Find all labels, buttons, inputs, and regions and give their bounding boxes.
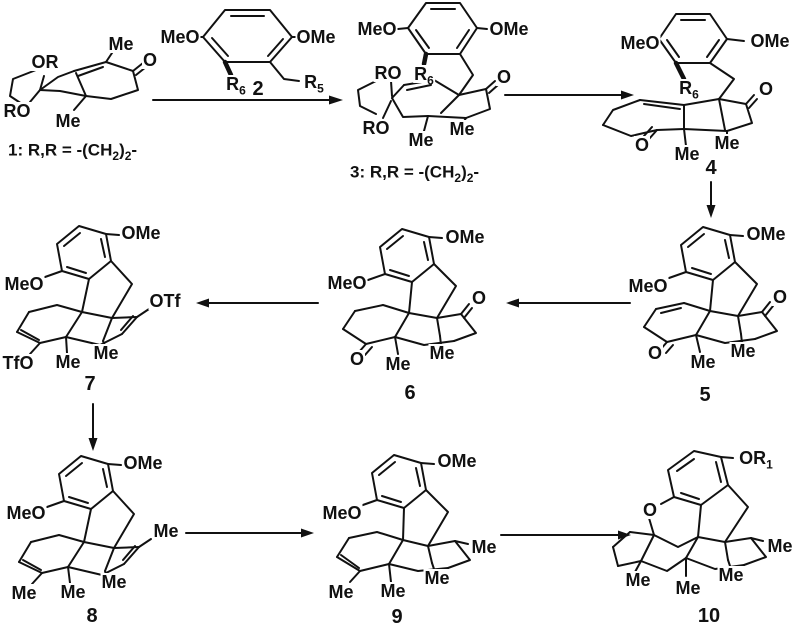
c9-me-botleft-label: Me bbox=[327, 582, 355, 602]
c1-or-label: OR bbox=[30, 52, 60, 72]
c9-number: 9 bbox=[390, 606, 404, 628]
c5-o-right-label: O bbox=[771, 287, 789, 307]
c6-number: 6 bbox=[403, 382, 417, 404]
c4-o-left-label: O bbox=[633, 135, 651, 155]
c3-ome-label: OMe bbox=[488, 19, 530, 39]
c3-ro-top-label: RO bbox=[373, 63, 403, 83]
c7-me-mid-label: Me bbox=[92, 343, 120, 363]
c7-otf-label: OTf bbox=[148, 291, 182, 311]
compound-6-skeleton bbox=[342, 228, 477, 356]
c1-caption: 1: R,R = -(CH2)2- bbox=[8, 140, 138, 163]
c6-o-right-label: O bbox=[470, 288, 488, 308]
c10-me-right-label: Me bbox=[766, 536, 794, 556]
c6-meo-label: MeO bbox=[326, 273, 368, 293]
c6-ome-label: OMe bbox=[444, 227, 486, 247]
c3-meo-label: MeO bbox=[356, 19, 398, 39]
c10-me-mid-label: Me bbox=[717, 565, 745, 585]
compound-10-skeleton bbox=[612, 450, 767, 577]
c7-tfo-label: TfO bbox=[1, 353, 35, 373]
c9-me-right-label: Me bbox=[470, 537, 498, 557]
arrow-1-to-3 bbox=[152, 95, 343, 105]
arrow-8-to-9 bbox=[185, 528, 314, 538]
c10-ether-o-label: O bbox=[641, 500, 659, 520]
c10-me-bottom-label: Me bbox=[674, 578, 702, 598]
c1-me-top-label: Me bbox=[107, 34, 135, 54]
arrow-3-to-4 bbox=[504, 90, 634, 100]
reagent-2-skeleton bbox=[196, 9, 300, 82]
compound-9-skeleton bbox=[336, 454, 471, 583]
c8-me-mid-label: Me bbox=[100, 572, 128, 592]
c3-caption: 3: R,R = -(CH2)2- bbox=[350, 162, 480, 185]
c8-me-botleft-label: Me bbox=[10, 583, 38, 603]
c8-number: 8 bbox=[85, 605, 99, 627]
c10-or1-label: OR1 bbox=[738, 448, 774, 472]
c6-me-mid-label: Me bbox=[428, 343, 456, 363]
c9-ome-label: OMe bbox=[436, 451, 478, 471]
c4-ome-label: OMe bbox=[749, 31, 791, 51]
c4-number: 4 bbox=[704, 157, 718, 179]
c8-me-topright-label: Me bbox=[152, 521, 180, 541]
c1-me-bottom-label: Me bbox=[54, 111, 82, 131]
c7-number: 7 bbox=[83, 373, 97, 395]
c10-number: 10 bbox=[696, 605, 722, 627]
c7-me-bottom-label: Me bbox=[54, 352, 82, 372]
c5-number: 5 bbox=[698, 384, 712, 406]
c4-meo-label: MeO bbox=[619, 33, 661, 53]
c4-me-bottom-label: Me bbox=[673, 144, 701, 164]
compound-1-skeleton bbox=[9, 49, 147, 111]
c2-r5-label: R5 bbox=[303, 72, 325, 96]
c4-me-right-label: Me bbox=[713, 133, 741, 153]
c1-ro-label: RO bbox=[2, 101, 32, 121]
c4-r6-label: R6 bbox=[678, 78, 700, 102]
c3-r6-label: R6 bbox=[413, 64, 435, 88]
c3-ketone-o-label: O bbox=[495, 67, 513, 87]
c8-meo-label: MeO bbox=[5, 503, 47, 523]
compound-7-skeleton bbox=[16, 225, 150, 355]
c5-ome-label: OMe bbox=[745, 224, 787, 244]
c4-o-right-label: O bbox=[757, 79, 775, 99]
c1-ketone-o-label: O bbox=[141, 50, 159, 70]
c6-o-left-label: O bbox=[348, 349, 366, 369]
c2-number: 2 bbox=[251, 78, 265, 100]
c9-me-bottom-label: Me bbox=[379, 581, 407, 601]
c5-meo-label: MeO bbox=[627, 276, 669, 296]
c8-ome-label: OMe bbox=[122, 453, 164, 473]
c7-ome-label: OMe bbox=[120, 223, 162, 243]
arrow-4-to-5 bbox=[706, 181, 716, 218]
c3-me-bottom-label: Me bbox=[407, 130, 435, 150]
c3-ro-bottom-label: RO bbox=[361, 118, 391, 138]
c3-me-mid-label: Me bbox=[448, 119, 476, 139]
c8-me-bottom-label: Me bbox=[59, 582, 87, 602]
arrow-5-to-6 bbox=[506, 298, 631, 308]
c5-me-bottom-label: Me bbox=[689, 352, 717, 372]
c2-meo-label: MeO bbox=[159, 27, 201, 47]
c5-me-mid-label: Me bbox=[729, 341, 757, 361]
c5-o-left-label: O bbox=[646, 343, 664, 363]
compound-5-skeleton bbox=[643, 226, 778, 354]
c2-r6-label: R6 bbox=[225, 74, 247, 98]
arrow-9-to-10 bbox=[500, 530, 631, 540]
c6-me-bottom-label: Me bbox=[384, 354, 412, 374]
c9-meo-label: MeO bbox=[321, 503, 363, 523]
arrow-6-to-7 bbox=[196, 298, 319, 308]
c10-me-left-label: Me bbox=[624, 570, 652, 590]
compound-3-skeleton bbox=[357, 2, 499, 132]
arrow-7-to-8 bbox=[88, 403, 98, 451]
c2-ome-label: OMe bbox=[295, 27, 337, 47]
c7-meo-label: MeO bbox=[3, 274, 45, 294]
c9-me-mid-label: Me bbox=[423, 568, 451, 588]
